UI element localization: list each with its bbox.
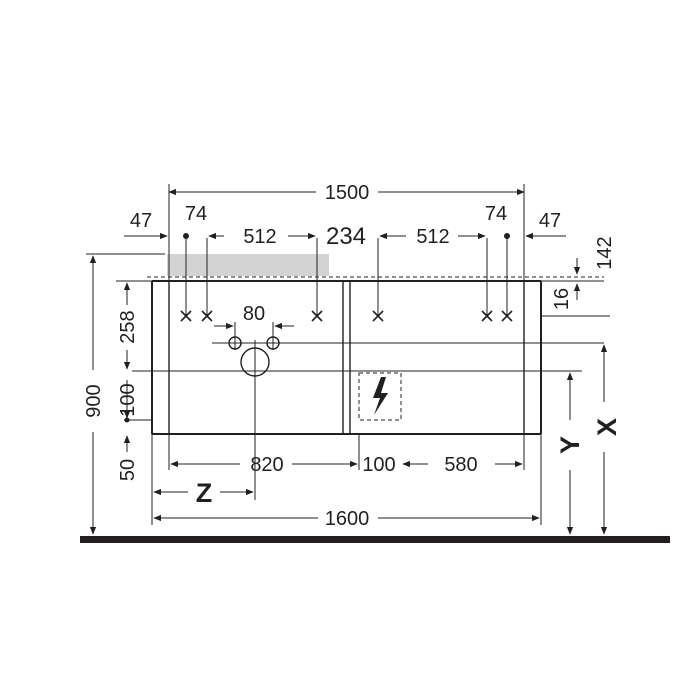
dim-80: 80 bbox=[243, 303, 265, 325]
dim-16: 16 bbox=[551, 288, 573, 310]
cross-mark-icon bbox=[372, 310, 384, 322]
dim-47-right: 47 bbox=[539, 210, 561, 232]
dim-900: 900 bbox=[83, 384, 105, 417]
dim-258: 258 bbox=[117, 310, 139, 343]
dim-x: X bbox=[592, 418, 622, 436]
mount-dot-left bbox=[183, 233, 189, 239]
dim-47-left: 47 bbox=[130, 210, 152, 232]
dim-142: 142 bbox=[594, 236, 616, 269]
dim-234: 234 bbox=[326, 223, 366, 250]
top-panel bbox=[167, 254, 329, 276]
dim-1600: 1600 bbox=[325, 508, 370, 530]
dim-1500: 1500 bbox=[325, 182, 370, 204]
floor-line bbox=[80, 536, 670, 543]
dim-dot-100 bbox=[124, 417, 130, 423]
cross-mark-icon bbox=[501, 310, 513, 322]
dim-512-left: 512 bbox=[243, 226, 276, 248]
power-box bbox=[358, 372, 402, 421]
dim-820: 820 bbox=[250, 454, 283, 476]
dim-74-right: 74 bbox=[485, 203, 507, 225]
cross-mark-icon bbox=[201, 310, 213, 322]
dim-z: Z bbox=[196, 478, 213, 508]
dim-580: 580 bbox=[444, 454, 477, 476]
dim-74-left: 74 bbox=[185, 203, 207, 225]
cross-mark-icon bbox=[311, 310, 323, 322]
dim-512-right: 512 bbox=[416, 226, 449, 248]
mount-dot-right bbox=[504, 233, 510, 239]
dim-50: 50 bbox=[117, 459, 139, 481]
lightning-bolt-icon bbox=[373, 377, 388, 415]
dim-y: Y bbox=[555, 436, 585, 454]
cross-mark-icon bbox=[180, 310, 192, 322]
dim-100-bottom: 100 bbox=[362, 454, 395, 476]
dim-100-left: 100 bbox=[117, 383, 139, 416]
cross-mark-icon bbox=[481, 310, 493, 322]
